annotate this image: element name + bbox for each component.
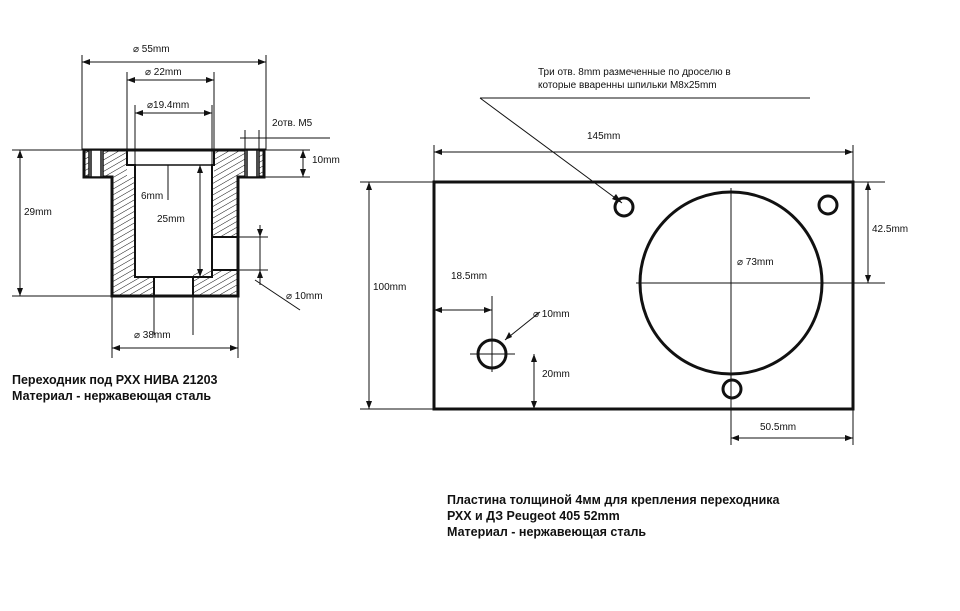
plate-dimension-labels: Три отв. 8mm размеченные по дроселю в ко… (373, 67, 908, 433)
dim-w50-5: 50.5mm (760, 422, 796, 433)
adapter-bore (126, 150, 215, 278)
adapter-caption: Переходник под РХХ НИВА 21203 Материал -… (12, 372, 217, 404)
plate-caption-material: Материал - нержавеющая сталь (447, 525, 647, 539)
adapter-drawing (82, 148, 266, 298)
adapter-dimension-lines (12, 55, 330, 358)
stud-hole-2 (817, 194, 839, 216)
m5-holes (88, 149, 260, 178)
dim-holes-m5: 2отв. M5 (272, 118, 313, 129)
dim-d73: ⌀ 73mm (737, 257, 774, 268)
plate-drawing (432, 180, 855, 411)
dim-h10: 10mm (312, 155, 340, 166)
adapter-arrowheads (17, 59, 306, 351)
adapter-caption-title: Переходник под РХХ НИВА 21203 (12, 373, 218, 387)
plate-caption: Пластина толщиной 4мм для крепления пере… (447, 492, 780, 540)
adapter-dimension-labels: ⌀ 55mm ⌀ 22mm ⌀19.4mm 2отв. M5 10mm 29mm… (24, 44, 340, 341)
adapter-caption-material: Материал - нержавеющая сталь (12, 389, 212, 403)
dim-d10-hole: ⌀ 10mm (533, 309, 570, 320)
dim-w145: 145mm (587, 131, 620, 142)
dim-w18-5: 18.5mm (451, 271, 487, 282)
dim-d55: ⌀ 55mm (133, 44, 170, 55)
plate-caption-subtitle: РХХ и ДЗ Peugeot 405 52mm (447, 509, 620, 523)
dim-d22: ⌀ 22mm (145, 67, 182, 78)
plate-caption-title: Пластина толщиной 4мм для крепления пере… (447, 493, 780, 507)
dim-h29: 29mm (24, 207, 52, 218)
plate-note-line2: которые вваренны шпильки M8x25mm (538, 80, 717, 91)
dim-h25: 25mm (157, 214, 185, 225)
dim-h20: 20mm (542, 369, 570, 380)
adapter-side-port (211, 236, 238, 271)
dim-d10-port: ⌀ 10mm (286, 291, 323, 302)
plate-note-line1: Три отв. 8mm размеченные по дроселю в (538, 67, 731, 78)
dim-h100: 100mm (373, 282, 406, 293)
plate-arrowheads (366, 149, 871, 441)
dim-d38: ⌀ 38mm (134, 330, 171, 341)
plate-outline (432, 180, 855, 411)
stud-hole-3 (721, 378, 743, 400)
plate-dimension-lines (360, 97, 885, 445)
stud-hole-1 (613, 196, 635, 218)
dim-h6: 6mm (141, 191, 163, 202)
adapter-bottom-outlet (153, 277, 194, 296)
dim-h42-5: 42.5mm (872, 224, 908, 235)
dim-d19-4: ⌀19.4mm (147, 100, 189, 111)
